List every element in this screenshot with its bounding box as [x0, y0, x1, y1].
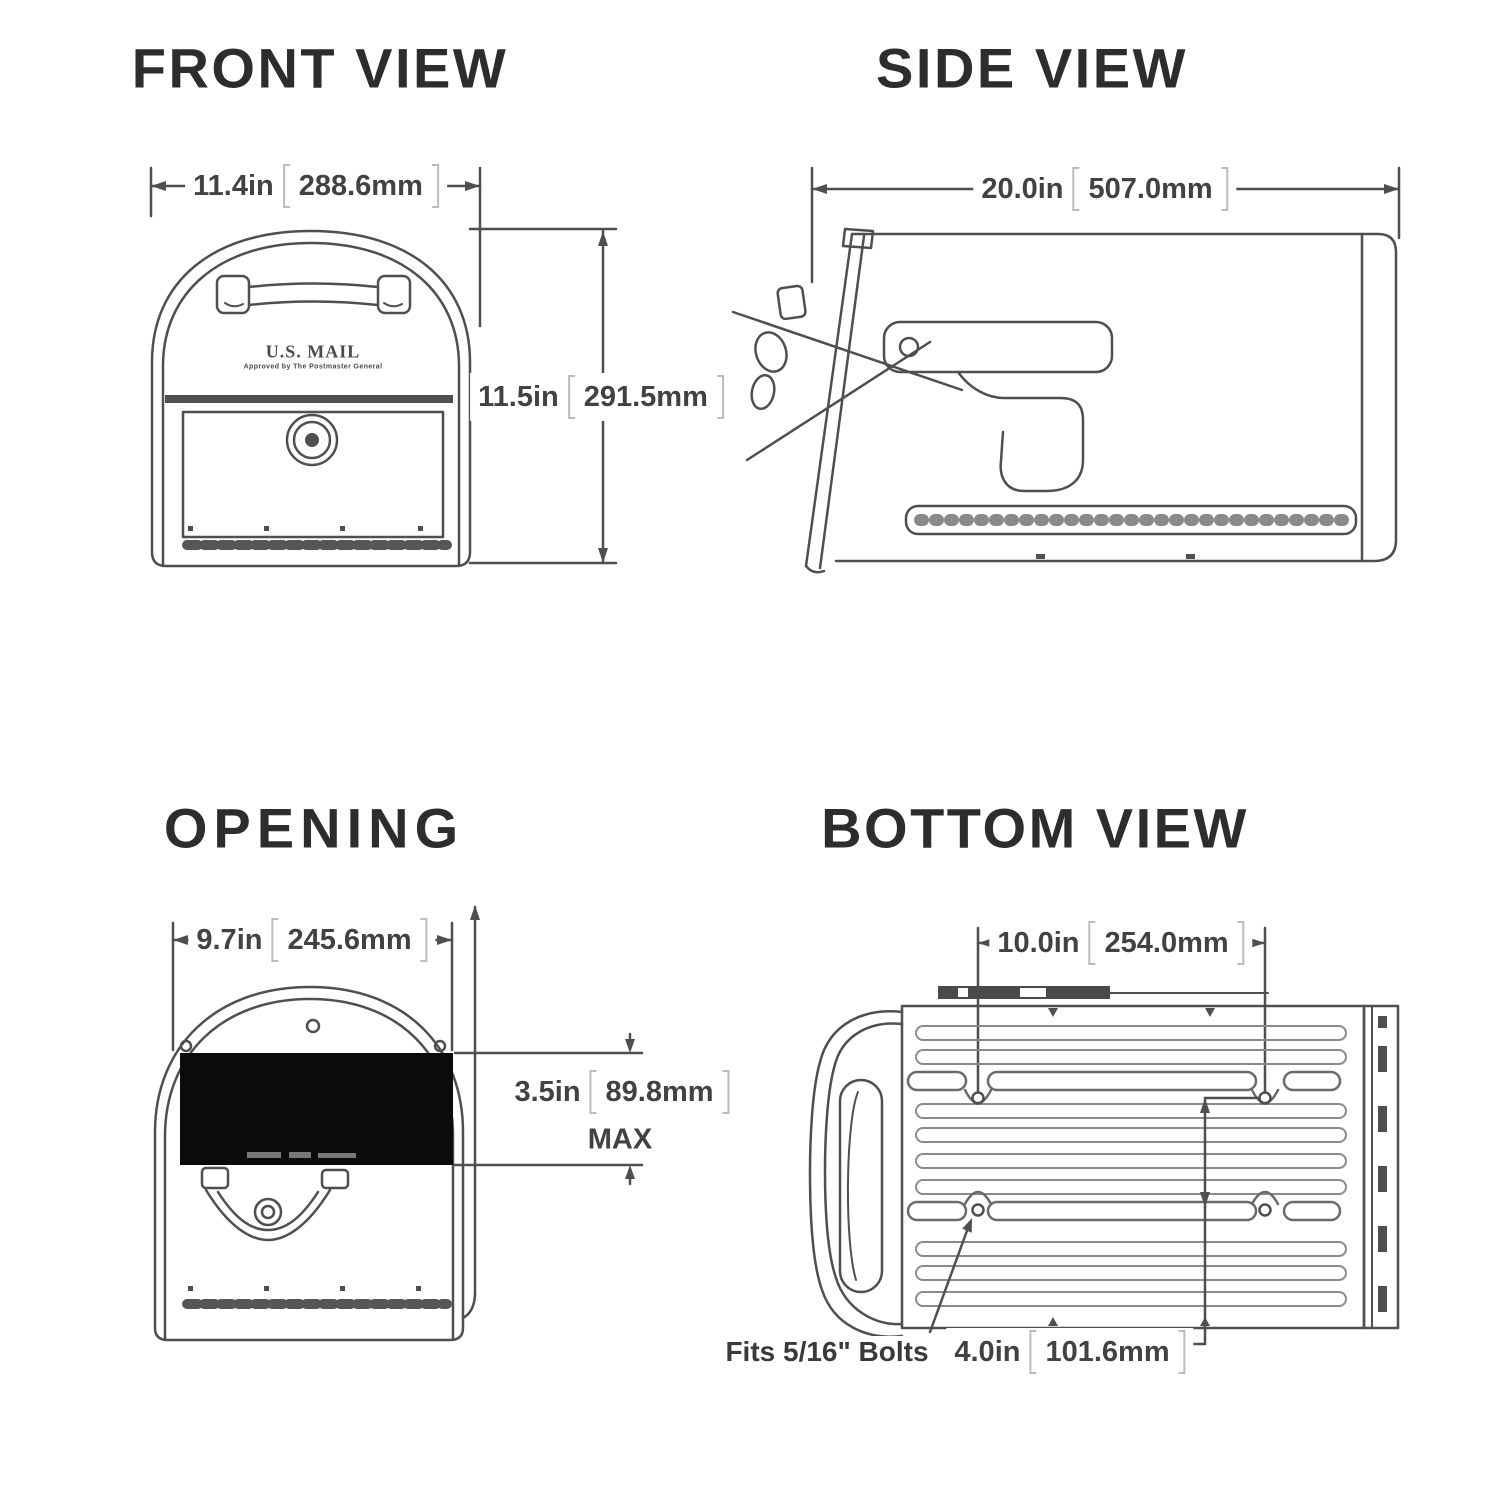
bracket-open-mark — [1029, 1330, 1037, 1374]
bracket-close-mark — [716, 375, 724, 419]
opening-view-title: OPENING — [163, 796, 465, 860]
opening-width-dimension: 9.7in 245.6mm — [188, 916, 436, 964]
bottom-view-title: BOTTOM VIEW — [821, 796, 1249, 860]
opening-height-millimeters: 89.8mm — [605, 1075, 714, 1108]
bracket-close-mark — [1221, 167, 1229, 211]
opening-view-drawing — [153, 905, 644, 1342]
bracket-close-mark — [722, 1070, 730, 1114]
bottom-view-drawing — [808, 926, 1400, 1346]
us-mail-lettering: U.S. MAIL — [265, 341, 361, 362]
opening-max-qualifier: MAX — [581, 1122, 659, 1158]
bottom-hole-spacing-inches: 10.0in — [997, 926, 1080, 959]
front-width-inches: 11.4in — [193, 169, 274, 202]
bracket-close-mark — [1237, 921, 1245, 965]
bracket-open-mark — [282, 164, 290, 208]
bracket-open-mark — [271, 918, 279, 962]
bracket-close-mark — [1178, 1330, 1186, 1374]
bottom-bolt-spacing-inches: 4.0in — [954, 1335, 1021, 1368]
opening-height-inches: 3.5in — [514, 1075, 581, 1108]
front-width-millimeters: 288.6mm — [298, 169, 423, 202]
bolt-size-note: Fits 5/16" Bolts — [725, 1336, 929, 1368]
front-width-dimension: 11.4in 288.6mm — [185, 162, 447, 210]
bracket-open-mark — [1088, 921, 1096, 965]
front-height-dimension: 11.5in 291.5mm — [470, 373, 732, 421]
front-view-title: FRONT VIEW — [131, 36, 509, 100]
bottom-bolt-spacing-millimeters: 101.6mm — [1045, 1335, 1170, 1368]
side-view-title: SIDE VIEW — [876, 36, 1188, 100]
side-length-inches: 20.0in — [981, 172, 1064, 205]
bottom-bolt-spacing-dimension: 4.0in 101.6mm — [946, 1328, 1194, 1376]
postmaster-lettering: Approved by The Postmaster General — [243, 363, 383, 371]
opening-height-dimension: 3.5in 89.8mm — [506, 1068, 738, 1116]
bottom-hole-spacing-millimeters: 254.0mm — [1104, 926, 1229, 959]
bracket-close-mark — [431, 164, 439, 208]
bracket-open-mark — [589, 1070, 597, 1114]
side-length-dimension: 20.0in 507.0mm — [973, 165, 1237, 213]
mailbox-embossed-text: U.S. MAIL Approved by The Postmaster Gen… — [244, 342, 383, 371]
front-view-drawing — [149, 166, 618, 568]
front-height-millimeters: 291.5mm — [583, 380, 708, 413]
bracket-open-mark — [567, 375, 575, 419]
opening-width-inches: 9.7in — [196, 923, 263, 956]
side-view-drawing — [731, 166, 1401, 574]
bracket-close-mark — [420, 918, 428, 962]
bracket-open-mark — [1072, 167, 1080, 211]
bottom-hole-spacing-dimension: 10.0in 254.0mm — [989, 919, 1253, 967]
side-length-millimeters: 507.0mm — [1088, 172, 1213, 205]
front-height-inches: 11.5in — [478, 380, 559, 413]
opening-width-millimeters: 245.6mm — [287, 923, 412, 956]
